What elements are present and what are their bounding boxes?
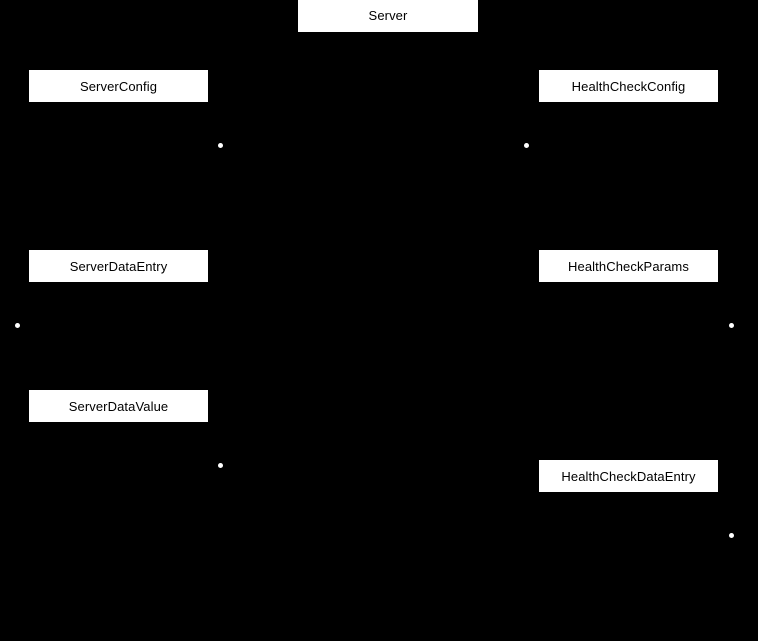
connector-dot-marker-5 [218,463,223,468]
class-node-label: HealthCheckDataEntry [561,468,696,484]
connector-dot-marker-4 [729,323,734,328]
connector-dot-marker-1 [218,143,223,148]
class-node-label: HealthCheckConfig [571,78,686,94]
connector-dot-marker-2 [524,143,529,148]
class-node-label: Server [368,8,408,23]
class-node-server[interactable]: Server [298,0,478,32]
class-node-health_check_config[interactable]: HealthCheckConfig [539,70,718,102]
connector-dot-marker-6 [729,533,734,538]
class-node-label: ServerConfig [79,78,158,94]
class-node-label: ServerDataEntry [69,258,168,274]
class-node-health_check_params[interactable]: HealthCheckParams [539,250,718,282]
class-node-server_config[interactable]: ServerConfig [29,70,208,102]
class-node-server_data_entry[interactable]: ServerDataEntry [29,250,208,282]
class-node-label: HealthCheckParams [568,258,689,274]
class-node-health_check_data_entry[interactable]: HealthCheckDataEntry [539,460,718,492]
class-node-server_data_value[interactable]: ServerDataValue [29,390,208,422]
connector-dot-marker-3 [15,323,20,328]
class-node-label: ServerDataValue [68,398,169,414]
